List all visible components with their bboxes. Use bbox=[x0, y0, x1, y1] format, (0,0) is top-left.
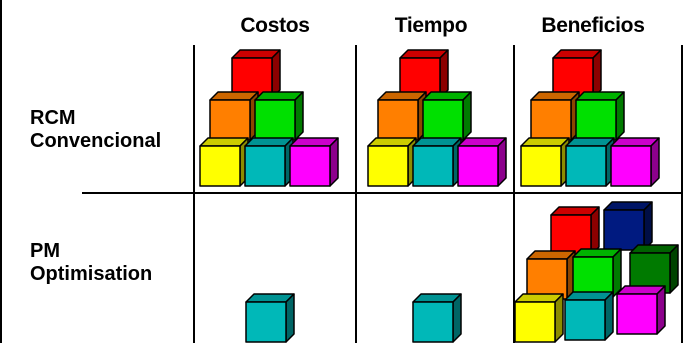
row-label-rcm: RCM Convencional bbox=[30, 107, 161, 153]
magenta-cube bbox=[289, 137, 339, 187]
row-label-rcm-line1: RCM bbox=[30, 107, 76, 129]
cube-side-face bbox=[329, 137, 339, 187]
cube-side-face bbox=[554, 293, 564, 343]
grid-divider-right bbox=[681, 45, 683, 343]
row-label-rcm-line2: Convencional bbox=[30, 130, 162, 152]
yellow-cube bbox=[367, 137, 417, 187]
yellow-cube bbox=[199, 137, 249, 187]
cube-front-face bbox=[629, 252, 671, 294]
cube-front-face bbox=[289, 145, 331, 187]
cyan-cube bbox=[412, 137, 462, 187]
cube-side-face bbox=[271, 49, 281, 99]
cube-front-face bbox=[565, 145, 607, 187]
row-label-pm-line1: PM bbox=[30, 240, 60, 262]
row-divider bbox=[82, 192, 683, 194]
cube-front-face bbox=[412, 145, 454, 187]
cube-front-face bbox=[412, 301, 454, 343]
cube-side-face bbox=[590, 206, 600, 256]
cube-front-face bbox=[575, 99, 617, 141]
magenta-cube bbox=[610, 137, 660, 187]
cyan-cube bbox=[412, 293, 462, 343]
darkgreen-cube bbox=[629, 244, 679, 294]
column-header-time: Tiempo bbox=[394, 14, 468, 37]
cube-front-face bbox=[199, 145, 241, 187]
yellow-cube bbox=[514, 293, 564, 343]
cube-front-face bbox=[244, 145, 286, 187]
yellow-cube bbox=[520, 137, 570, 187]
cyan-cube bbox=[565, 137, 615, 187]
red-cube bbox=[552, 49, 602, 99]
cube-front-face bbox=[610, 145, 652, 187]
cube-front-face bbox=[526, 258, 568, 300]
cyan-cube bbox=[564, 291, 614, 341]
green-cube bbox=[422, 91, 472, 141]
cube-side-face bbox=[669, 244, 679, 294]
orange-cube bbox=[377, 91, 427, 141]
red-cube bbox=[231, 49, 281, 99]
cube-side-face bbox=[439, 49, 449, 99]
grid-divider-1 bbox=[193, 45, 195, 343]
row-label-pm-line2: Optimisation bbox=[30, 263, 153, 285]
cube-side-face bbox=[294, 91, 304, 141]
orange-cube bbox=[209, 91, 259, 141]
row-label-pm: PM Optimisation bbox=[30, 240, 152, 286]
magenta-cube bbox=[457, 137, 507, 187]
red-cube bbox=[399, 49, 449, 99]
navy-cube bbox=[603, 201, 653, 251]
red-cube bbox=[550, 206, 600, 256]
cube-front-face bbox=[514, 301, 556, 343]
cube-front-face bbox=[520, 145, 562, 187]
cube-front-face bbox=[209, 99, 251, 141]
cube-side-face bbox=[462, 91, 472, 141]
cube-side-face bbox=[497, 137, 507, 187]
cube-side-face bbox=[604, 291, 614, 341]
cube-front-face bbox=[377, 99, 419, 141]
cube-front-face bbox=[457, 145, 499, 187]
cube-front-face bbox=[603, 209, 645, 251]
cube-front-face bbox=[367, 145, 409, 187]
cube-front-face bbox=[616, 293, 658, 335]
green-cube bbox=[572, 248, 622, 298]
cube-side-face bbox=[643, 201, 653, 251]
column-header-benefits: Beneficios bbox=[541, 14, 645, 37]
green-cube bbox=[575, 91, 625, 141]
cube-front-face bbox=[254, 99, 296, 141]
cube-front-face bbox=[422, 99, 464, 141]
cube-side-face bbox=[452, 293, 462, 343]
cube-side-face bbox=[285, 293, 295, 343]
cube-front-face bbox=[530, 99, 572, 141]
cube-side-face bbox=[592, 49, 602, 99]
cube-front-face bbox=[572, 256, 614, 298]
cube-side-face bbox=[656, 285, 666, 335]
column-header-costs: Costos bbox=[240, 14, 310, 37]
cube-side-face bbox=[612, 248, 622, 298]
orange-cube bbox=[526, 250, 576, 300]
left-border bbox=[0, 0, 2, 343]
cube-front-face bbox=[245, 301, 287, 343]
green-cube bbox=[254, 91, 304, 141]
cube-front-face bbox=[564, 299, 606, 341]
grid-divider-3 bbox=[513, 45, 515, 343]
grid-divider-2 bbox=[355, 45, 357, 343]
cube-side-face bbox=[615, 91, 625, 141]
orange-cube bbox=[530, 91, 580, 141]
cube-side-face bbox=[650, 137, 660, 187]
cyan-cube bbox=[244, 137, 294, 187]
cyan-cube bbox=[245, 293, 295, 343]
magenta-cube bbox=[616, 285, 666, 335]
